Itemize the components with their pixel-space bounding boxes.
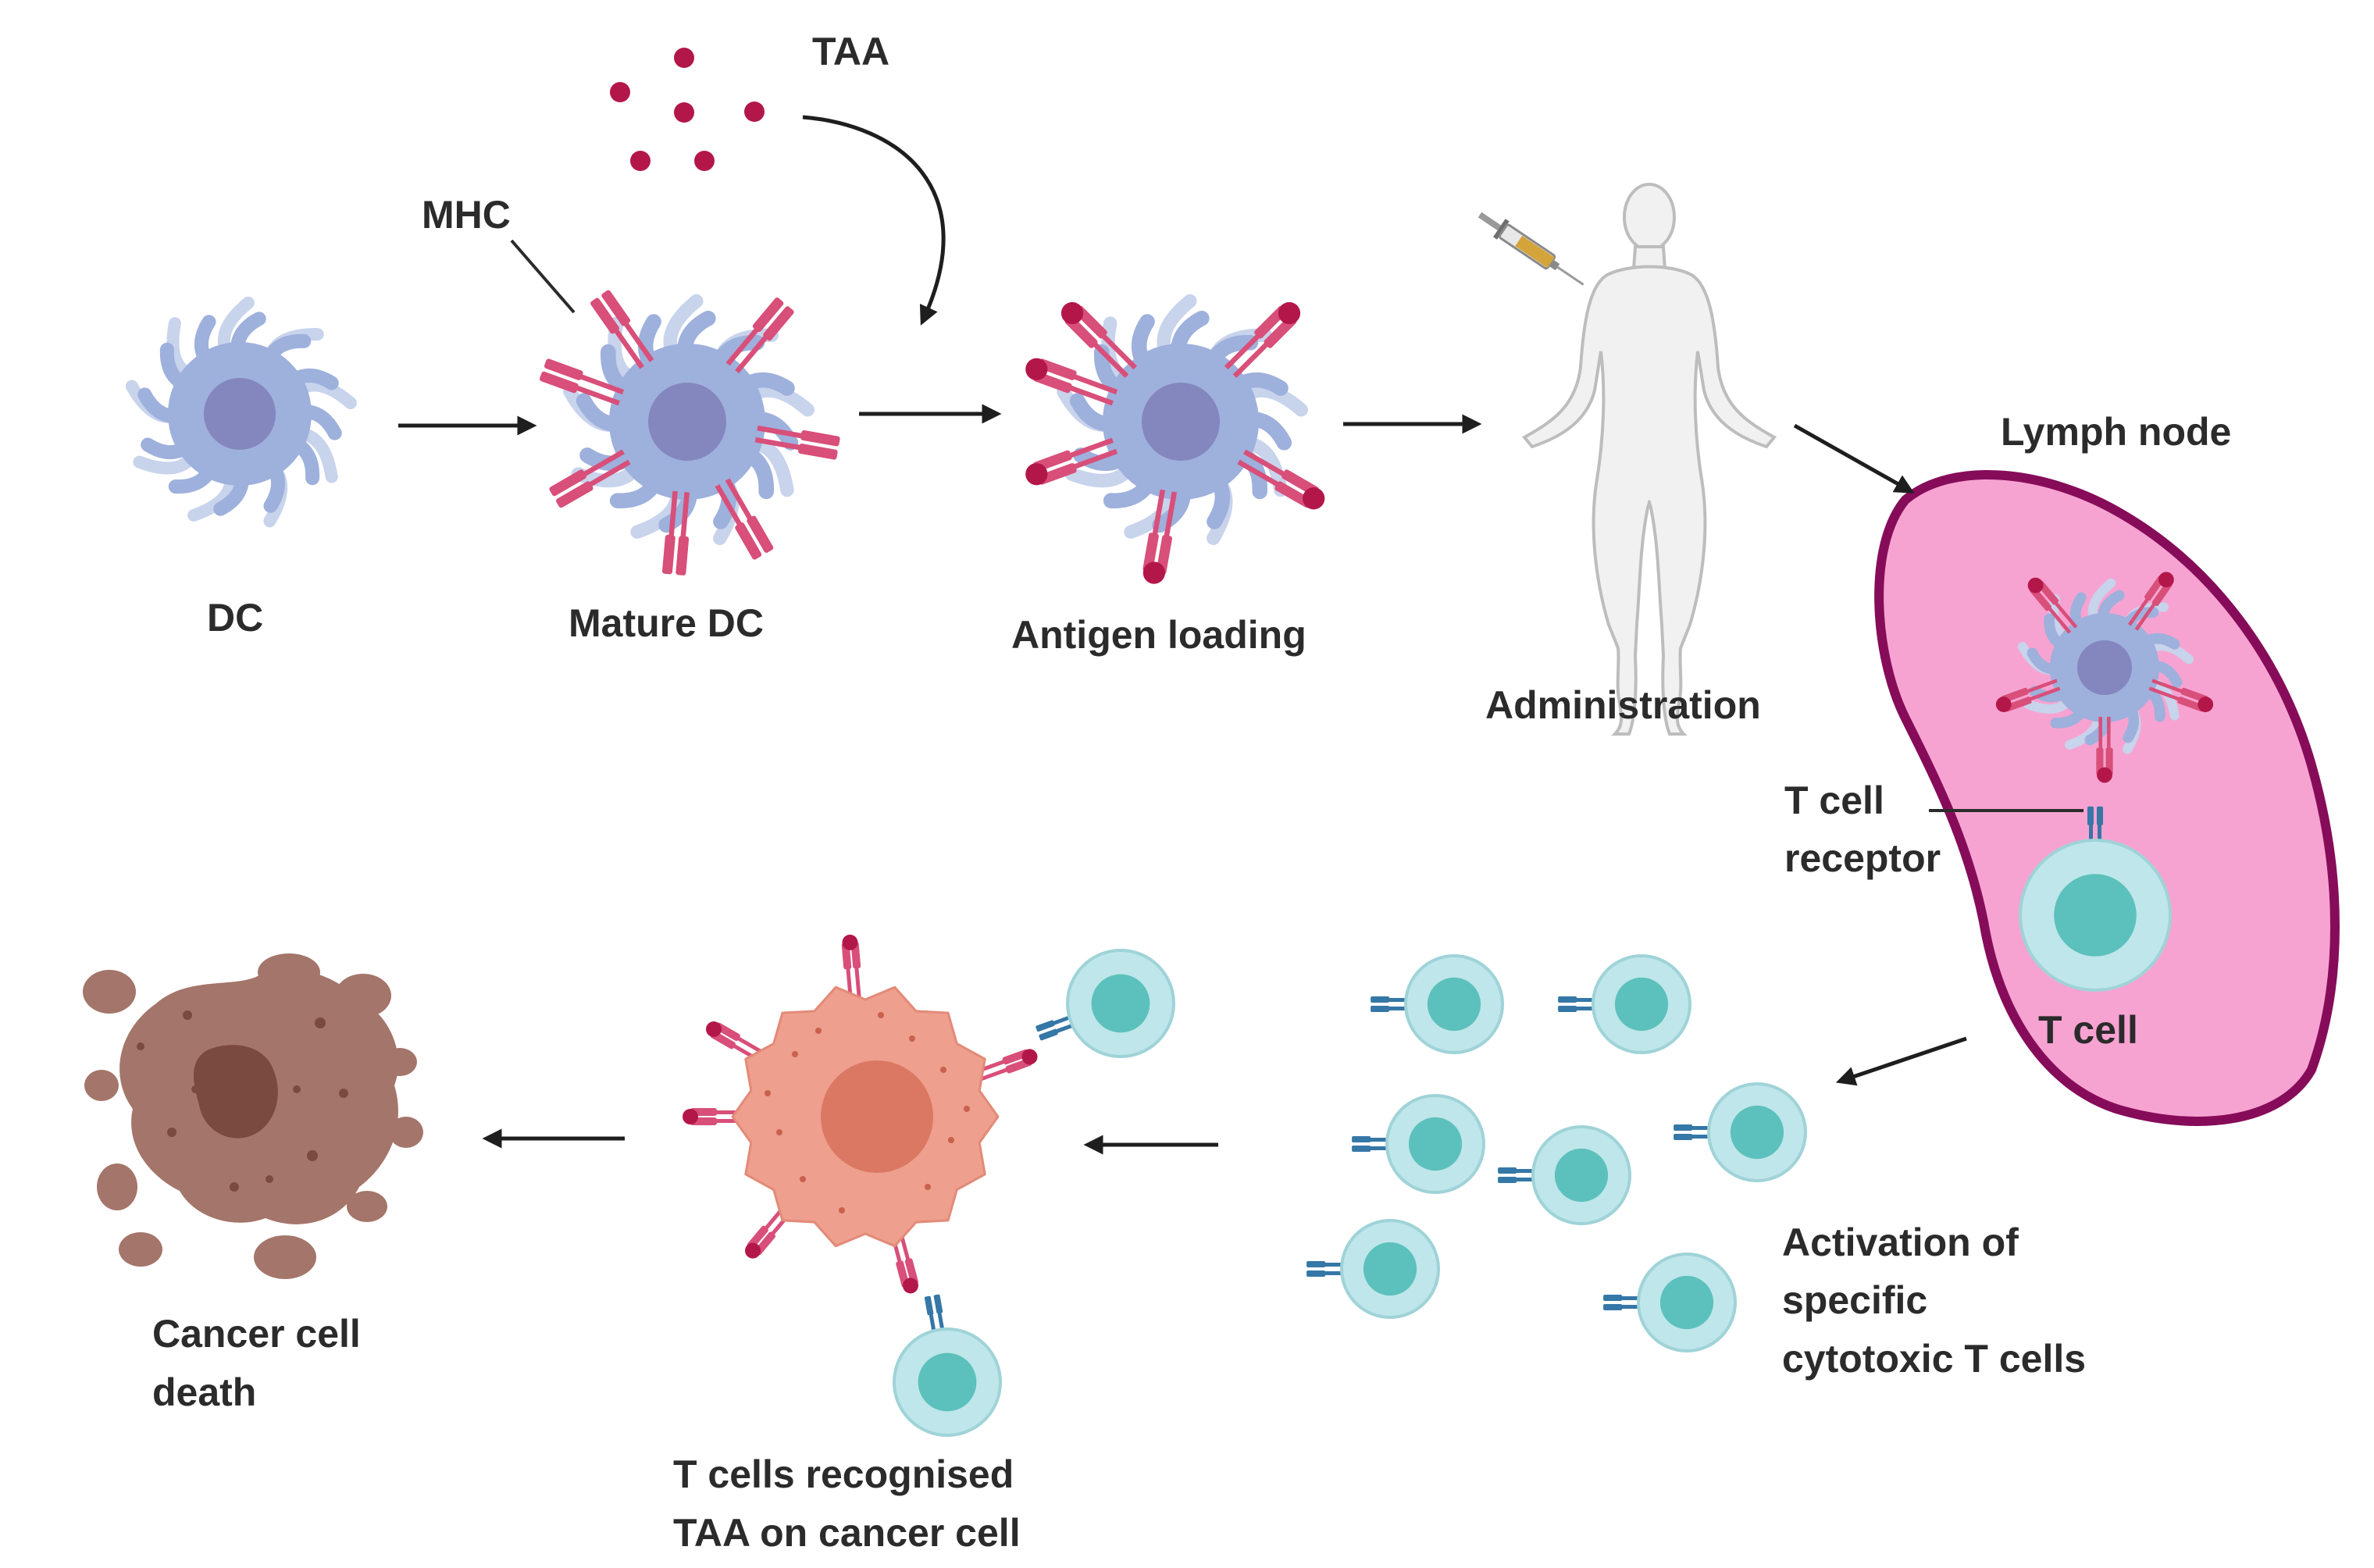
death-label-line1: Cancer cell [152, 1312, 361, 1356]
taa-particles [610, 48, 765, 171]
antigen-loading-label: Antigen loading [1011, 613, 1306, 657]
activated-t-cells [1306, 954, 1807, 1352]
activation-label-line1: Activation of [1782, 1221, 2019, 1264]
activation-label-line2: specific [1782, 1278, 1927, 1322]
t-cell-label: T cell [2038, 1008, 2138, 1052]
antigen-loaded-dendritic-cell [1025, 294, 1325, 584]
tcr-label-line2: receptor [1784, 836, 1941, 880]
arrow-lymph-to-activation [1835, 1036, 1967, 1086]
tcr-label-line1: T cell [1784, 779, 1884, 822]
dead-cancer-cell [83, 953, 423, 1279]
administration-label: Administration [1485, 683, 1761, 727]
mhc-pointer-line [510, 239, 576, 314]
mhc-label: MHC [422, 193, 511, 237]
process-arrows [398, 115, 1967, 1155]
lymph-node-t-cell [2019, 806, 2172, 992]
taa-label: TAA [812, 30, 889, 73]
syringe-icon [1478, 212, 1584, 286]
dc-label: DC [207, 596, 263, 640]
arrow-administration-to-lymph [1793, 423, 1915, 494]
attached-t-cells [893, 949, 1175, 1437]
labels: TAA MHC DC Mature DC Antigen loading Adm… [152, 30, 2231, 1555]
lymph-node-dendritic-cell [1995, 572, 2214, 783]
lymph-node-label: Lymph node [2001, 410, 2231, 454]
human-body-icon [1521, 183, 1777, 736]
recognised-label-line2: TAA on cancer cell [673, 1511, 1021, 1555]
mature-dc-label: Mature DC [569, 601, 764, 645]
recognised-label-line1: T cells recognised [673, 1452, 1014, 1496]
mature-dendritic-cell [540, 290, 840, 576]
death-label-line2: death [152, 1370, 256, 1414]
immature-dendritic-cell [125, 296, 357, 528]
lymph-node [1874, 470, 2340, 1126]
arrow-taa-to-loading [802, 115, 946, 326]
cancer-cell [683, 934, 1038, 1294]
activation-label-line3: cytotoxic T cells [1782, 1337, 2086, 1381]
